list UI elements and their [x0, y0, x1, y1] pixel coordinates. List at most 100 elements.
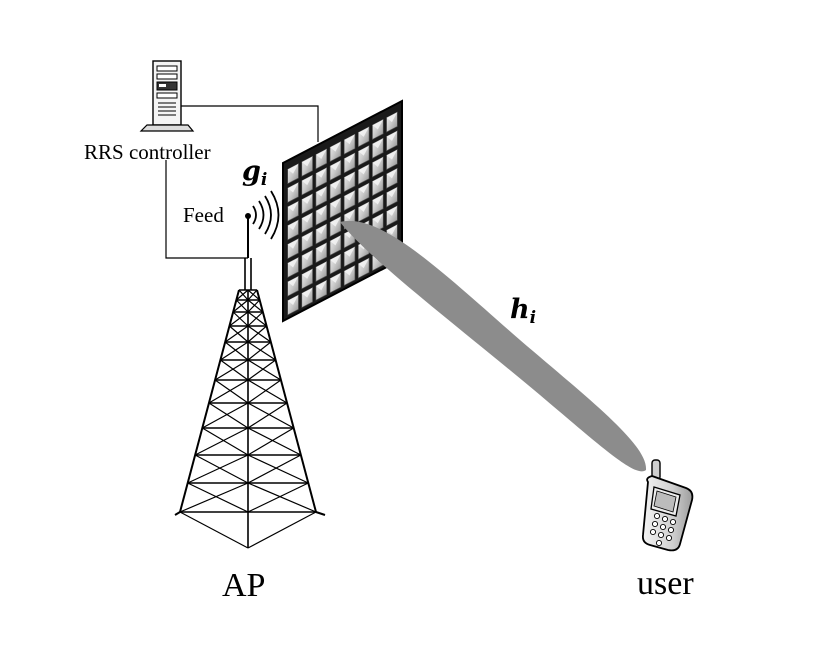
controller-wiring	[165, 105, 319, 259]
surface-tile-highlight	[330, 272, 341, 283]
surface-frame	[282, 99, 403, 323]
surface-tile-highlight	[315, 167, 327, 178]
tower-cross	[194, 427, 249, 456]
lattice-tower-icon	[174, 258, 326, 549]
tower-cross	[247, 359, 282, 381]
surface-tile-highlight	[287, 276, 299, 287]
surface-tile-highlight	[301, 268, 313, 279]
surface-tile-highlight	[330, 141, 341, 152]
surface-tile-highlight	[344, 246, 355, 257]
tower-cross	[187, 454, 249, 484]
channel-g-label: gi	[242, 156, 267, 190]
tower-cross	[194, 454, 249, 484]
beam-lobe	[340, 220, 647, 472]
surface-tile-highlight	[344, 171, 355, 182]
tower-cross	[247, 482, 317, 513]
tower-cross	[247, 454, 302, 484]
surface-tile-highlight	[386, 130, 398, 141]
tower-cross	[247, 289, 261, 301]
surface-tile-highlight	[386, 187, 398, 198]
surface-tile-highlight	[330, 197, 341, 208]
surface-tile-highlight	[372, 138, 384, 149]
tower-cross	[202, 402, 249, 429]
surface-tile-highlight	[301, 156, 313, 167]
mobile-phone-icon	[641, 459, 694, 552]
surface-tile-highlight	[358, 164, 370, 175]
tower-cross	[247, 299, 261, 313]
tower-cross	[232, 311, 249, 327]
surface-tile-highlight	[358, 145, 370, 156]
surface-tile-highlight	[386, 224, 398, 235]
tower-cross	[247, 325, 272, 343]
channel-h-label: hi	[510, 294, 536, 328]
surface-tile-highlight	[315, 205, 327, 216]
surface-tile-highlight	[301, 175, 313, 186]
tower-cross	[235, 289, 249, 301]
surface-tile-highlight	[315, 149, 327, 159]
server-tower-icon	[139, 60, 195, 132]
surface-tile-highlight	[315, 224, 327, 234]
surface-tile-highlight	[372, 213, 384, 224]
surface-tile-highlight	[287, 238, 299, 249]
surface-tile-highlight	[358, 126, 370, 137]
surface-tile-highlight	[301, 193, 313, 204]
surface-tile-highlight	[344, 190, 355, 201]
surface-tile-highlight	[301, 212, 313, 223]
tower-cross	[247, 289, 258, 301]
tower-cross	[220, 359, 249, 381]
tower-cross	[232, 299, 249, 313]
surface-tile-highlight	[287, 163, 299, 174]
surface-tile-highlight	[315, 242, 327, 253]
ap-label: AP	[222, 567, 265, 604]
tower-cross	[247, 402, 294, 429]
surface-tile-highlight	[330, 160, 341, 171]
tower-leg	[179, 289, 240, 513]
tower-cross	[247, 427, 294, 456]
surface-tile-highlight	[344, 265, 355, 276]
wire-controller-to-ap	[165, 160, 248, 259]
feed-label: Feed	[183, 203, 224, 227]
tower-cross	[247, 379, 288, 404]
surface-tile-highlight	[315, 280, 327, 291]
tower-cross	[247, 325, 267, 343]
surface-tile-highlight	[344, 134, 355, 145]
tower-cross	[247, 359, 276, 381]
tower-cross	[247, 299, 264, 313]
surface-tile-highlight	[372, 194, 384, 205]
surface-tile-highlight	[287, 295, 299, 305]
wire-controller-to-surface	[180, 105, 319, 142]
tower-cross	[247, 482, 309, 513]
tower-cross	[214, 359, 249, 381]
tower-cross	[235, 299, 249, 313]
surface-tile-highlight	[372, 175, 384, 186]
surface-tile-highlight	[301, 250, 313, 261]
surface-tile-highlight	[344, 153, 355, 163]
tower-cross	[187, 482, 249, 513]
tower-cross	[238, 289, 249, 301]
surface-tile-highlight	[287, 220, 299, 230]
surface-tile-highlight	[386, 205, 398, 216]
tower-cross	[220, 341, 249, 361]
tower-cross	[224, 325, 249, 343]
surface-tile-highlight	[386, 168, 398, 179]
tower-skirt	[247, 511, 317, 549]
tower-foot	[315, 511, 326, 516]
surface-tile-highlight	[386, 149, 398, 160]
tower-cross	[224, 341, 249, 361]
surface-tile-highlight	[358, 201, 370, 212]
tower-cross	[247, 341, 272, 361]
surface-tile-highlight	[330, 216, 341, 227]
tower-cross	[229, 311, 249, 327]
tower-cross	[229, 325, 249, 343]
surface-tile-highlight	[330, 235, 341, 246]
tower-leg	[256, 289, 317, 513]
tower-cross	[179, 482, 249, 513]
tower-skirt	[179, 511, 249, 549]
tower-foot	[174, 511, 181, 516]
tower-cross	[247, 311, 264, 327]
surface-tile-highlight	[287, 182, 299, 193]
surface-tile-highlight	[301, 287, 313, 298]
tower-cross	[247, 311, 267, 327]
